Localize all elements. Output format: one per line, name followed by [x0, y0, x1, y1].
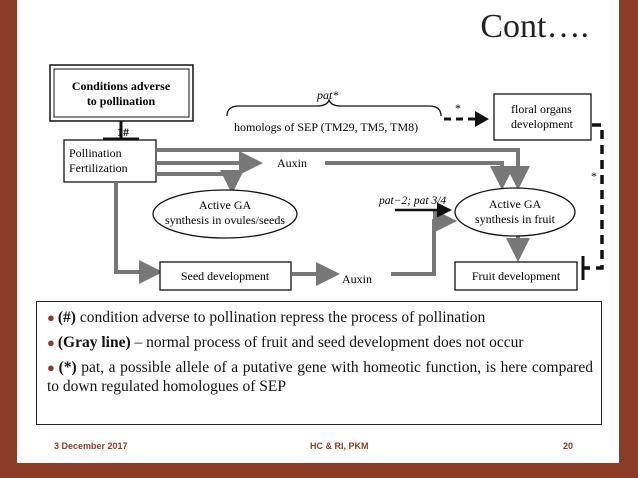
- auxin-top: Auxin: [277, 156, 307, 170]
- footer-center: HC & RI, PKM: [310, 441, 369, 451]
- floral-line-1: floral organs: [511, 102, 572, 116]
- active-ga-right-line-2: synthesis in fruit: [475, 212, 556, 226]
- fruit-dev-label: Fruit development: [472, 269, 561, 283]
- bullet-hash: ●(#) condition adverse to pollination re…: [47, 309, 486, 326]
- floral-organs-box: [493, 93, 592, 141]
- bullet-star: ●(*) pat, a possible allele of a putativ…: [47, 359, 593, 395]
- explanation-box: ●(#) condition adverse to pollination re…: [36, 301, 602, 425]
- footer-page-number: 20: [563, 441, 574, 451]
- star-right: *: [591, 169, 597, 183]
- auxin-bottom: Auxin: [342, 272, 372, 286]
- pollination-box: [63, 139, 157, 183]
- pat-label: pat*: [316, 88, 338, 102]
- slide-title: Cont….: [480, 8, 589, 45]
- active-ga-left-line-2: synthesis in ovules/seeds: [165, 213, 285, 227]
- pat-alleles: pat−2; pat 3/4: [378, 195, 446, 207]
- fruit-development-diagram: Conditions adverse to pollination 1# Pol…: [49, 64, 604, 291]
- star-top: *: [455, 101, 461, 115]
- active-ga-seeds: [152, 189, 298, 239]
- footer-date: 3 December 2017: [54, 441, 128, 451]
- active-ga-right-line-1: Active GA: [489, 197, 542, 211]
- conditions-box: [49, 64, 194, 122]
- fruit-development-box: [454, 261, 578, 291]
- conditions-line-2: to pollination: [87, 94, 156, 108]
- seed-development-box: [159, 261, 292, 291]
- sep-label: homologs of SEP (TM29, TM5, TM8): [234, 120, 418, 134]
- floral-line-2: development: [511, 117, 574, 131]
- slide: Cont…. Conditions adverse to pollination…: [17, 0, 619, 463]
- bullet-gray-line: ●(Gray line) – normal process of fruit a…: [47, 334, 524, 351]
- pollination-line-2: Fertilization: [69, 161, 128, 175]
- repress-mark: 1#: [117, 125, 129, 139]
- active-ga-fruit: [454, 187, 576, 237]
- active-ga-left-line-1: Active GA: [199, 198, 252, 212]
- seed-dev-label: Seed development: [181, 269, 270, 283]
- conditions-line-1: Conditions adverse: [72, 79, 171, 93]
- sep-brace: [226, 97, 442, 117]
- pollination-line-1: Pollination: [69, 146, 122, 160]
